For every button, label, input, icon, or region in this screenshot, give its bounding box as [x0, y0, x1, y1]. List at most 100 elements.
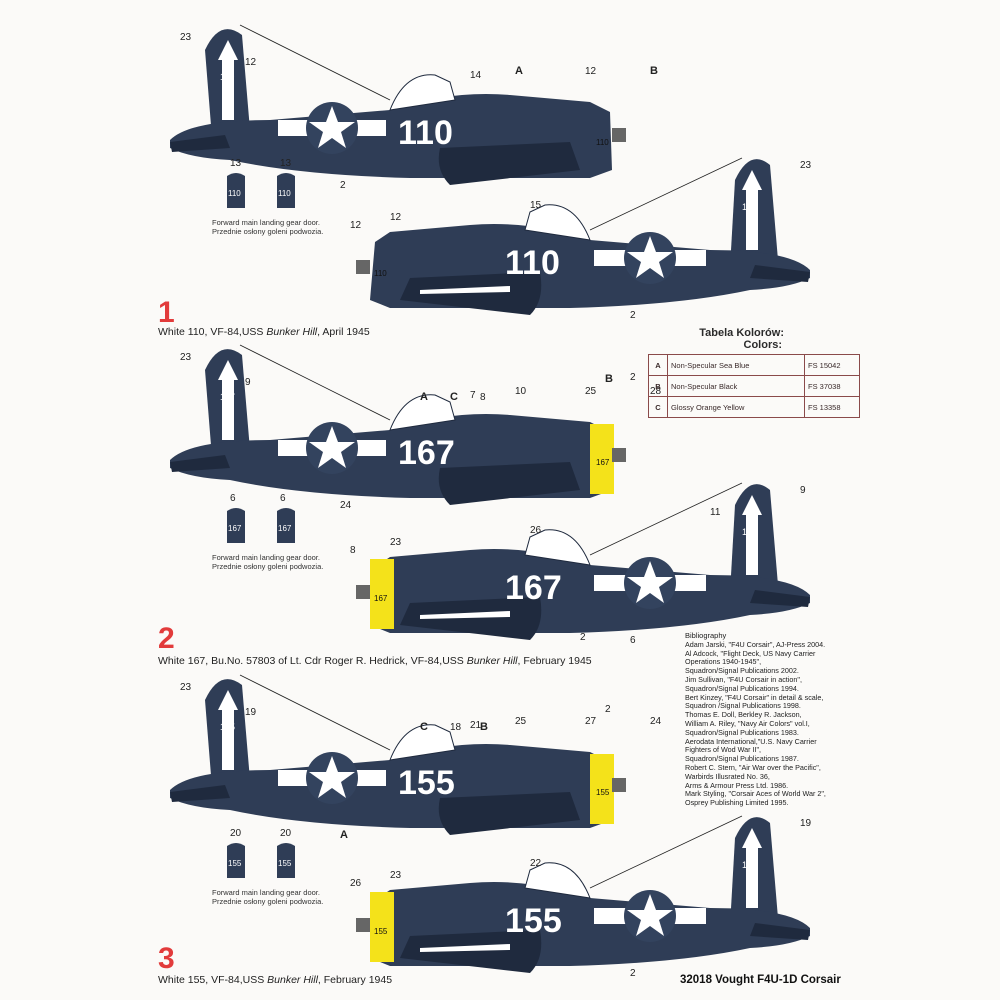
antenna-wire	[589, 815, 743, 889]
aircraft-code: 110	[398, 114, 453, 152]
tailplane	[750, 923, 810, 940]
callout-number: 12	[390, 212, 402, 223]
door-shape	[277, 173, 295, 208]
color-table-title: Tabela Kolorów: Colors:	[699, 327, 784, 351]
door-caption: Forward main landing gear door.Przednie …	[212, 553, 352, 571]
bibliography-title: Bibliography	[685, 631, 727, 640]
spinner	[612, 128, 626, 142]
aircraft-code: 167	[505, 569, 562, 607]
bibliography-line: Mark Styling, "Corsair Aces of World War…	[685, 789, 826, 799]
door-caption-line: Forward main landing gear door.	[212, 888, 320, 897]
wing	[400, 930, 542, 973]
bibliography-line: Fighters of Wod War II",	[685, 745, 762, 755]
door-shape	[227, 508, 245, 543]
callout-number: 12	[350, 220, 362, 231]
bibliography-line: Jim Sullivan, "F4U Corsair in action",	[685, 674, 802, 684]
bibliography-line: Squadron/Signal Publications 2002.	[685, 666, 799, 676]
landing-gear-door: 167	[277, 508, 295, 543]
callout-number: 19	[245, 707, 257, 718]
callout-number: 18	[450, 722, 462, 733]
door-shape	[227, 843, 245, 878]
bibliography-line: Warbirds Illusrated No. 36,	[685, 771, 770, 781]
cowl-code: 155	[374, 927, 388, 936]
door-caption: Forward main landing gear door.Przednie …	[212, 218, 352, 236]
wing-arrow	[420, 286, 510, 294]
callout-number: 25	[585, 386, 597, 397]
color-name: Non-Specular Black	[667, 375, 805, 397]
rudder-arrow	[742, 495, 762, 575]
callout-number: 2	[630, 968, 636, 978]
insignia-star	[309, 106, 355, 148]
fin-code: 167	[220, 392, 235, 402]
callout-number: 6	[630, 635, 636, 645]
bibliography-line: William A. Riley, "Navy Air Colors" vol.…	[685, 718, 810, 728]
scheme-2-caption: White 167, Bu.No. 57803 of Lt. Cdr Roger…	[158, 655, 592, 667]
tailplane	[170, 135, 230, 152]
callout-number: 9	[800, 485, 806, 496]
door-caption-line: Forward main landing gear door.	[212, 218, 320, 227]
callout-number: 14	[470, 70, 482, 81]
canopy	[524, 529, 591, 566]
color-row: C Glossy Orange Yellow FS 13358	[648, 396, 860, 418]
callout-number: 23	[390, 537, 402, 548]
callout-number: 15	[530, 200, 542, 211]
color-callout: A	[515, 65, 523, 77]
wing	[438, 142, 580, 185]
door-code: 155	[228, 859, 242, 868]
door-caption: Forward main landing gear door.Przednie …	[212, 888, 352, 906]
bibliography-line: Arms & Armour Press Ltd. 1986.	[685, 780, 789, 790]
door-callout-number: 6	[230, 493, 236, 504]
callout-number: 21	[470, 720, 482, 731]
canopy	[389, 394, 456, 431]
fin-code: 110	[220, 72, 234, 82]
callout-number: 26	[530, 525, 542, 536]
scheme-3-caption: White 155, VF-84,USS Bunker Hill, Februa…	[158, 974, 393, 986]
cowl-code: 167	[596, 458, 610, 467]
yellow-cowl	[590, 754, 614, 824]
antenna-wire	[239, 674, 391, 751]
wing	[438, 792, 580, 835]
cowl-code: 155	[596, 788, 610, 797]
callout-number: 2	[605, 704, 611, 715]
color-fs: FS 15042	[804, 354, 860, 376]
callout-number: 19	[800, 818, 812, 829]
rudder-arrow	[742, 828, 762, 908]
color-callout: B	[605, 373, 613, 385]
wing	[438, 462, 580, 505]
canopy	[524, 862, 591, 899]
aircraft-code: 155	[505, 902, 562, 940]
spinner	[356, 585, 370, 599]
landing-gear-door: 155	[227, 843, 245, 878]
door-callout-number: 13	[280, 158, 292, 169]
callout-number: 23	[180, 352, 192, 363]
spinner	[612, 778, 626, 792]
door-code: 167	[228, 524, 242, 533]
yellow-cowl	[370, 892, 394, 962]
bibliography-line: Al Adcock, "Flight Deck, US Navy Carrier	[685, 648, 816, 658]
canopy	[389, 74, 456, 111]
cowl-code: 110	[374, 269, 387, 278]
insignia-star	[627, 236, 673, 278]
callout-number: 8	[480, 392, 486, 403]
callout-number: 7	[470, 390, 476, 401]
door-shape	[277, 508, 295, 543]
color-name: Glossy Orange Yellow	[667, 396, 805, 418]
door-code: 155	[278, 859, 292, 868]
fin-code: 155	[742, 860, 757, 870]
scheme-3-number: 3	[158, 942, 175, 975]
door-code: 167	[278, 524, 292, 533]
door-caption-line: Przednie osłony goleni podwozia.	[212, 227, 324, 236]
color-fs: FS 13358	[804, 396, 860, 418]
tailplane	[750, 265, 810, 282]
callout-number: 24	[340, 500, 352, 510]
door-callout-number: 6	[280, 493, 286, 504]
fin-code: 155	[220, 722, 235, 732]
scheme-2-number: 2	[158, 622, 175, 655]
landing-gear-door: 155	[277, 843, 295, 878]
